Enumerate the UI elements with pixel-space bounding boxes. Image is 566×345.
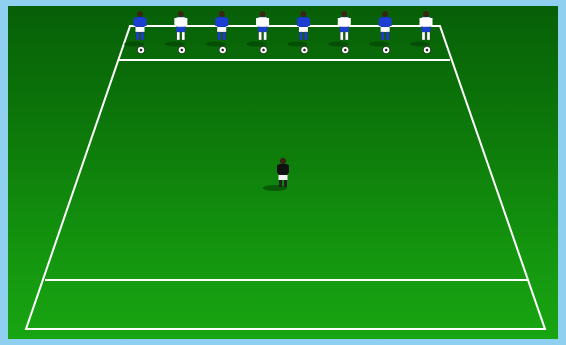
- ball[interactable]: [219, 46, 226, 53]
- player-blue[interactable]: [124, 11, 147, 47]
- center-player[interactable]: [263, 158, 289, 191]
- ball[interactable]: [301, 46, 308, 53]
- player-blue[interactable]: [369, 11, 392, 47]
- player-white[interactable]: [410, 11, 433, 47]
- ball[interactable]: [423, 46, 430, 53]
- top-row-players: [124, 11, 433, 54]
- player-white[interactable]: [165, 11, 188, 47]
- player-blue[interactable]: [287, 11, 310, 47]
- ball[interactable]: [383, 46, 390, 53]
- player-blue[interactable]: [206, 11, 229, 47]
- ball[interactable]: [260, 46, 267, 53]
- ball[interactable]: [137, 46, 144, 53]
- player-white[interactable]: [247, 11, 270, 47]
- player-white[interactable]: [328, 11, 351, 47]
- ball[interactable]: [178, 46, 185, 53]
- ball[interactable]: [342, 46, 349, 53]
